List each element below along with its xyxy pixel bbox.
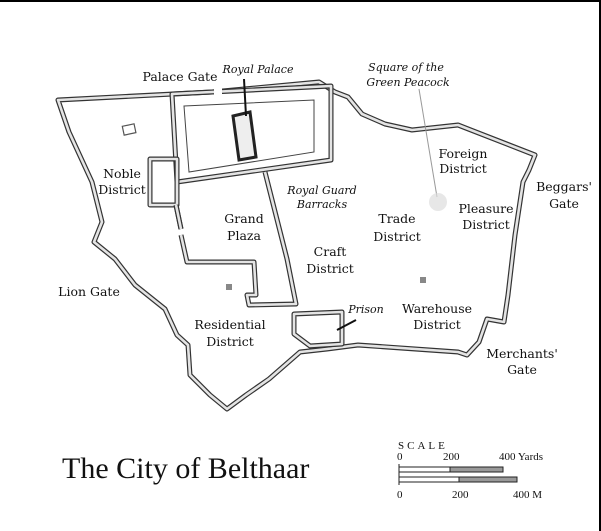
royal-palace-building	[231, 78, 258, 162]
residential-square-marker	[226, 284, 232, 290]
palace-gate-opening	[214, 88, 222, 98]
building-outline	[121, 123, 137, 136]
label-trade-line2: District	[373, 229, 420, 244]
map-title: The City of Belthaar	[62, 452, 309, 485]
label-trade-line1: Trade	[378, 211, 415, 226]
scale-yards-400: 400 Yards	[499, 451, 543, 463]
label-lion-gate: Lion Gate	[58, 284, 120, 299]
label-royal-palace: Royal Palace	[222, 63, 294, 76]
label-guard-line1: Royal Guard	[286, 184, 356, 197]
label-noble-line1: Noble	[103, 166, 141, 181]
label-peacock-line1: Square of the	[368, 61, 444, 74]
label-peacock-line2: Green Peacock	[366, 76, 450, 89]
prison-building	[291, 309, 357, 349]
label-foreign-line1: Foreign	[439, 146, 488, 161]
scale-m-400: 400 M	[513, 489, 542, 501]
label-plaza-line1: Grand	[224, 211, 263, 226]
warehouse-square-marker	[420, 277, 426, 283]
label-craft-line2: District	[306, 261, 353, 276]
label-foreign-line2: District	[439, 161, 486, 176]
scale-m-0: 0	[397, 489, 403, 501]
palace-enclosure	[169, 83, 334, 185]
scale-m-200: 200	[452, 489, 469, 501]
scale-yards-0: 0	[397, 451, 403, 463]
label-warehouse-line1: Warehouse	[402, 301, 472, 316]
scale-heading: SCALE	[398, 440, 448, 452]
scale-bar: SCALE 0 200 400 Yards 0 200 400 M	[397, 440, 543, 501]
label-plaza-line2: Plaza	[227, 228, 261, 243]
label-beggars-line2: Gate	[549, 196, 579, 211]
map-labels: Palace Gate Royal Palace Square of the G…	[58, 61, 592, 377]
label-merchants-line1: Merchants'	[486, 346, 558, 361]
label-pleasure-line1: Pleasure	[458, 201, 513, 216]
label-warehouse-line2: District	[413, 317, 460, 332]
scale-yards-200: 200	[443, 451, 460, 463]
label-residential-line2: District	[206, 334, 253, 349]
label-palace-gate: Palace Gate	[143, 69, 218, 84]
noble-district-keep	[147, 156, 180, 208]
label-noble-line2: District	[98, 182, 145, 197]
label-residential-line1: Residential	[194, 317, 265, 332]
label-guard-line2: Barracks	[296, 198, 348, 211]
green-peacock-square	[429, 193, 447, 211]
label-craft-line1: Craft	[314, 244, 347, 259]
label-prison: Prison	[347, 303, 384, 316]
royal-palace-pointer	[243, 78, 247, 117]
peacock-pointer	[418, 88, 438, 198]
outer-city-wall	[55, 79, 538, 412]
label-pleasure-line2: District	[462, 217, 509, 232]
grand-plaza-wall	[173, 171, 299, 308]
prison-pointer	[336, 319, 357, 331]
label-merchants-line2: Gate	[507, 362, 537, 377]
label-beggars-line1: Beggars'	[536, 179, 592, 194]
